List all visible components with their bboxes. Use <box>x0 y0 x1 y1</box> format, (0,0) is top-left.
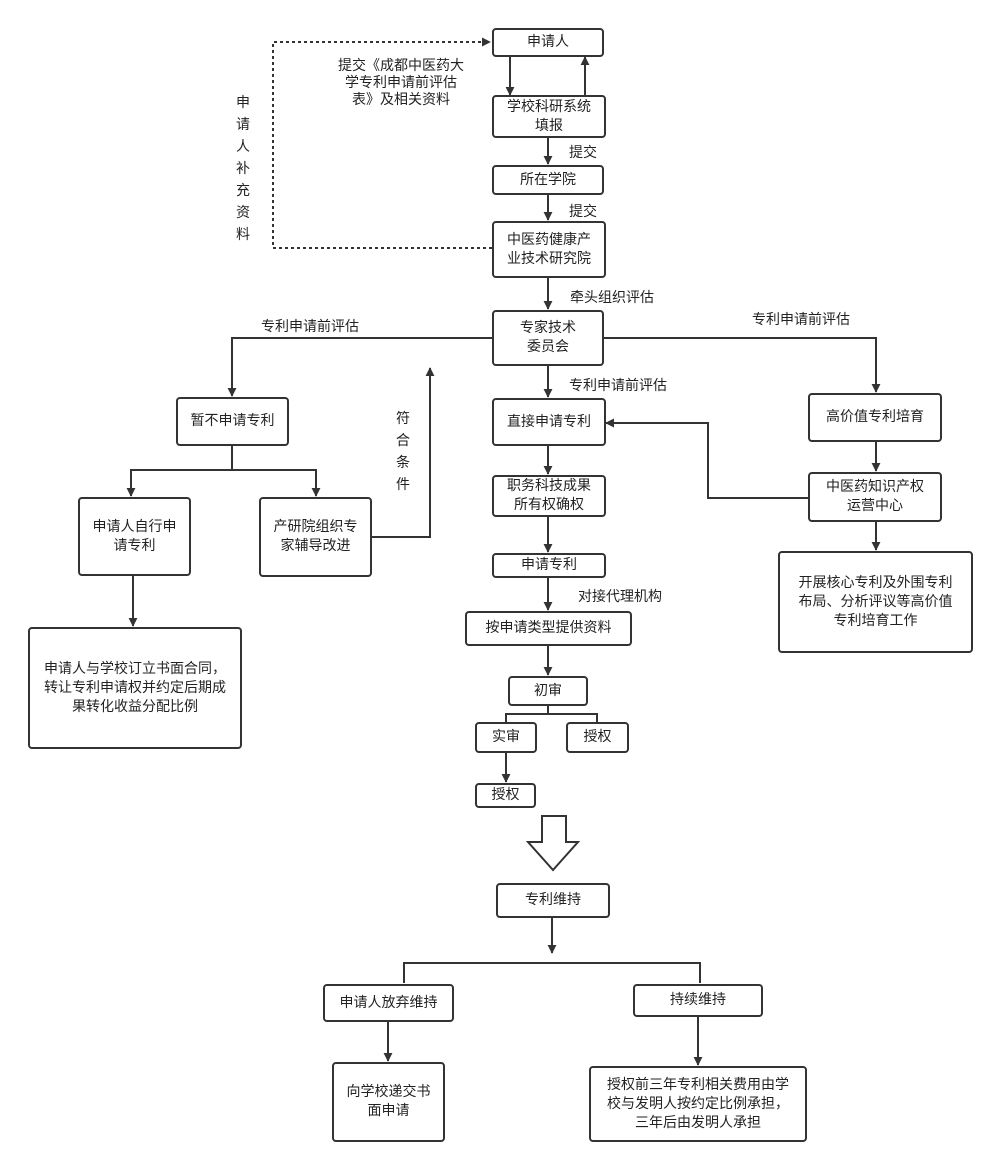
label-organize: 牵头组织评估 <box>570 290 654 306</box>
node-college: 所在学院 <box>492 165 604 195</box>
split-maintain <box>403 962 701 983</box>
arrow-guidance-to-committee <box>372 367 435 538</box>
split-not-apply-right <box>232 469 321 497</box>
label-agency: 对接代理机构 <box>578 589 662 605</box>
label-supplement: 申请人补充资料 <box>236 95 250 243</box>
node-grant-left: 授权 <box>475 783 536 808</box>
label-eval-left: 专利申请前评估 <box>261 319 359 335</box>
arrow-center-to-direct <box>605 418 808 499</box>
node-apply-patent: 申请专利 <box>492 553 606 578</box>
node-applicant: 申请人 <box>492 28 604 57</box>
node-guidance: 产研院组织专 家辅导改进 <box>259 497 372 577</box>
label-submit-1: 提交 <box>569 145 597 161</box>
node-continue: 持续维持 <box>633 984 763 1017</box>
hollow-down-arrow <box>525 815 581 872</box>
arrow-committee-to-not-apply <box>227 337 492 397</box>
dotted-supplement-loop <box>272 37 492 249</box>
node-system-fill: 学校科研系统 填报 <box>492 95 606 138</box>
node-direct-apply: 直接申请专利 <box>492 398 606 446</box>
node-grant-right: 授权 <box>566 722 629 753</box>
node-ip-center: 中医药知识产权 运营中心 <box>808 472 942 522</box>
node-committee: 专家技术 委员会 <box>492 310 604 366</box>
node-institute: 中医药健康产 业技术研究院 <box>492 221 606 278</box>
node-maintain: 专利维持 <box>496 883 610 918</box>
label-submit-2: 提交 <box>569 204 597 220</box>
node-ownership: 职务科技成果 所有权确权 <box>492 475 606 517</box>
node-written-request: 向学校递交书 面申请 <box>332 1062 445 1142</box>
node-substantive: 实审 <box>475 722 537 753</box>
node-self-apply: 申请人自行申 请专利 <box>78 497 191 576</box>
label-submit-form: 提交《成都中医药大 学专利申请前评估 表》及相关资料 <box>338 58 464 108</box>
node-high-value: 高价值专利培育 <box>808 393 942 442</box>
node-not-apply: 暂不申请专利 <box>176 397 289 446</box>
label-eval-right: 专利申请前评估 <box>752 312 850 328</box>
node-core-work: 开展核心专利及外围专利 布局、分析评议等高价值 专利培育工作 <box>778 551 973 653</box>
node-contract: 申请人与学校订立书面合同， 转让专利申请权并约定后期成 果转化收益分配比例 <box>28 627 242 749</box>
node-abandon: 申请人放弃维持 <box>323 984 454 1022</box>
split-not-apply <box>126 446 233 497</box>
node-fee-share: 授权前三年专利相关费用由学 校与发明人按约定比例承担， 三年后由发明人承担 <box>589 1066 807 1142</box>
split-prelim-right <box>548 713 598 722</box>
node-materials: 按申请类型提供资料 <box>465 611 632 646</box>
arrow-committee-to-high-value <box>604 337 881 393</box>
label-eval-mid: 专利申请前评估 <box>569 378 667 394</box>
node-prelim: 初审 <box>508 676 588 706</box>
label-qualified: 符合条件 <box>396 411 410 493</box>
split-prelim-left <box>505 706 549 722</box>
